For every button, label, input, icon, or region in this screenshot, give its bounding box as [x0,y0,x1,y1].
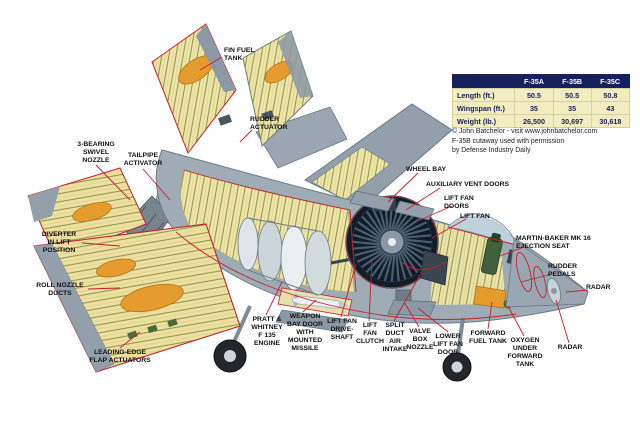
callout-three-bearing-swivel-nozzle: 3-BEARING SWIVEL NOZZLE [77,141,115,165]
callout-roll-nozzle-ducts: ROLL NOZZLE DUCTS [36,282,84,298]
callout-radar-upper: RADAR [586,284,611,291]
callout-oxygen-under-forward-tank: OXYGEN UNDER FORWARD TANK [507,337,543,369]
callout-lift-fan-drive-shaft: LIFT FAN DRIVE- SHAFT [327,318,357,342]
spec-col-header: F-35A [514,74,554,89]
credit-line-1: © John Batchelor - visit www.johnbatchel… [452,128,598,135]
callout-lift-fan-clutch: LIFT FAN CLUTCH [356,322,384,346]
callout-forward-fuel-tank: FORWARD FUEL TANK [469,330,507,346]
rudder-actuator-unit [217,114,233,126]
callout-rudder-pedals: RUDDER PEDALS [548,263,578,279]
callout-split-duct-air-intake: SPLIT DUCT AIR INTAKE [382,322,408,354]
callout-leading-edge-flap-actuators: LEADING-EDGE FLAP ACTUATORS [89,349,151,365]
callout-rudder-actuator: RUDDER ACTUATOR [250,116,288,132]
spec-value-cell: 35 [552,101,592,115]
weapon-bay-door-panel [275,309,349,333]
far-stabilizer [255,106,348,169]
spec-col-header: F-35B [553,74,592,89]
credit-line-3: by Defense Industry Daily [452,147,531,155]
callout-radar-lower: RADAR [557,344,583,351]
callout-fin-fuel-tank: FIN FUEL TANK [224,47,255,63]
spec-col-header: F-35C [591,74,630,89]
tail-fins [151,23,314,155]
spec-value-cell: 50.5 [514,88,554,102]
credit-block: © John Batchelor - visit www.johnbatchel… [452,127,597,156]
spec-value-cell: 30,618 [590,114,631,128]
rudder-actuator-unit-2 [261,110,275,121]
spec-value-cell: 30,697 [552,114,592,128]
flap-actuator [147,324,158,334]
spec-value-cell: 35 [514,101,554,115]
near-wing [33,223,241,373]
spec-row-label: Length (ft.) [451,88,516,102]
callout-lower-lift-fan-door: LOWER LIFT FAN DOOR [433,333,463,357]
spec-value-cell: 26,500 [514,114,554,128]
callout-lift-fan: LIFT FAN [460,213,490,220]
spec-row-label: Weight (lb.) [451,114,516,128]
spec-row-label: Wingspan (ft.) [451,101,516,115]
callout-ejection-seat: MARTIN-BAKER MK 16 EJECTION SEAT [516,235,591,251]
spec-value-cell: 50.5 [552,88,592,102]
spec-value-cell: 50.8 [590,88,631,102]
spec-corner-cell [452,74,515,89]
callout-diverter-in-lift-position: DIVERTER IN LIFT POSITION [41,231,77,255]
engine-f135 [237,217,353,296]
flap-actuator [167,318,178,328]
callout-weapon-bay-door: WEAPON BAY DOOR WITH MOUNTED MISSILE [287,313,323,353]
landing-gear [213,305,472,382]
callout-wheel-bay: WHEEL BAY [406,166,447,173]
credit-line-2: F-35B cutaway used with permission [452,137,565,145]
callout-lift-fan-doors: LIFT FAN DOORS [444,195,474,211]
spec-value-cell: 43 [590,101,631,115]
callout-tailpipe-activator: TAILPIPE ACTIVATOR [123,152,163,168]
drive-shaft [330,257,353,265]
forward-fuel-tank-shape [473,285,507,309]
lift-fan-blades [351,201,433,283]
callout-pw-f135-engine: PRATT & WHITNEY F 135 ENGINE [251,316,283,348]
callout-auxiliary-vent-doors: AUXILIARY VENT DOORS [426,181,510,188]
